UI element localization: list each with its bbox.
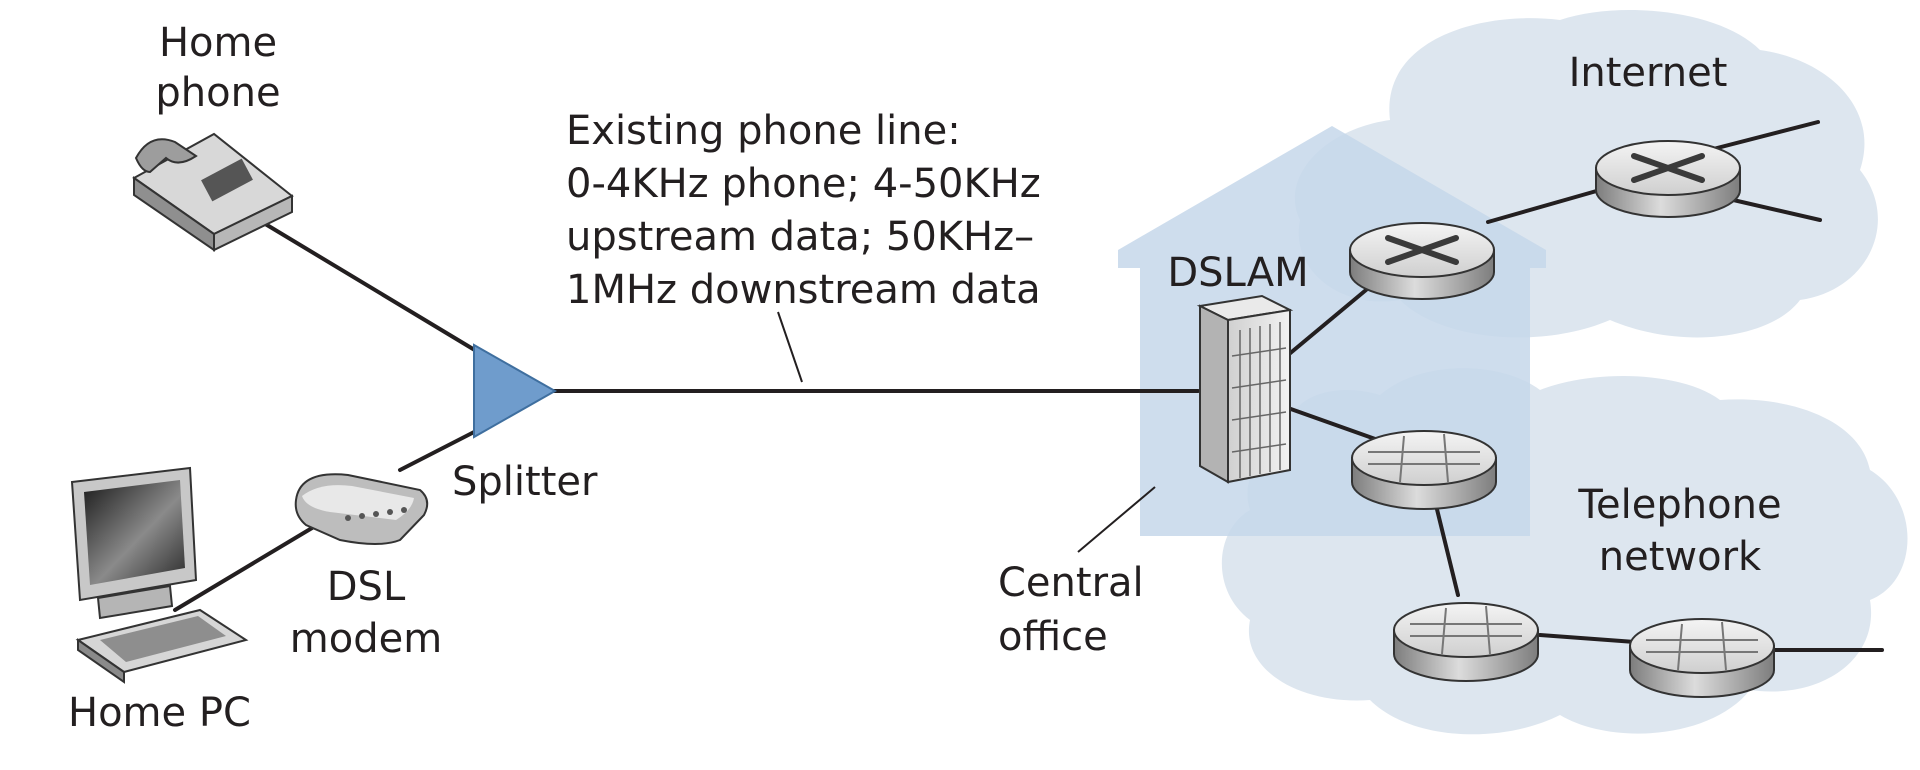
router-icon	[1595, 140, 1741, 218]
telephone-switch-icon	[1351, 430, 1497, 510]
central-office-pointer	[1077, 486, 1156, 553]
telephone-network-label-line2: network	[1599, 534, 1762, 580]
internet-label: Internet	[1569, 50, 1728, 96]
telephone-switch-icon	[1393, 602, 1539, 682]
phone-line-pointer	[777, 311, 803, 383]
phone-line-label-line2: 0-4KHz phone; 4-50KHz	[566, 161, 1041, 207]
home-phone-label-line1: Home	[159, 20, 277, 66]
dslam-switch-wire	[1286, 406, 1380, 442]
central-office-label-line2: office	[998, 614, 1108, 660]
desktop-computer-icon	[70, 466, 249, 684]
dslam-router-wire	[1286, 278, 1380, 357]
modem-wire	[398, 428, 480, 472]
dslam-rack-icon	[1196, 294, 1294, 484]
home-pc-label: Home PC	[68, 690, 251, 736]
switch-switch-wire-2	[1538, 633, 1637, 644]
router-router-wire	[1486, 188, 1602, 224]
switch-switch-wire-1	[1431, 491, 1460, 597]
dsl-modem-icon	[294, 473, 429, 545]
phone-line-label-line1: Existing phone line:	[566, 108, 961, 154]
telephone-network-label-line1: Telephone	[1577, 482, 1781, 528]
dslam-label: DSLAM	[1167, 250, 1308, 296]
splitter-label: Splitter	[452, 459, 598, 505]
dsl-modem-label-line2: modem	[290, 616, 442, 662]
phone-line-label-line4: 1MHz downstream data	[566, 267, 1041, 313]
splitter-icon	[473, 343, 558, 439]
pc-wire	[173, 526, 314, 612]
telephone-switch-icon	[1629, 618, 1775, 698]
dsl-modem-label-line1: DSL	[327, 564, 406, 610]
phone-line-label-line3: upstream data; 50KHz–	[566, 214, 1034, 260]
phone-wire	[260, 220, 480, 354]
telephone-icon	[132, 132, 294, 252]
home-phone-label-line2: phone	[155, 70, 280, 116]
central-office-label-line1: Central	[998, 560, 1144, 606]
router-icon	[1349, 222, 1495, 300]
